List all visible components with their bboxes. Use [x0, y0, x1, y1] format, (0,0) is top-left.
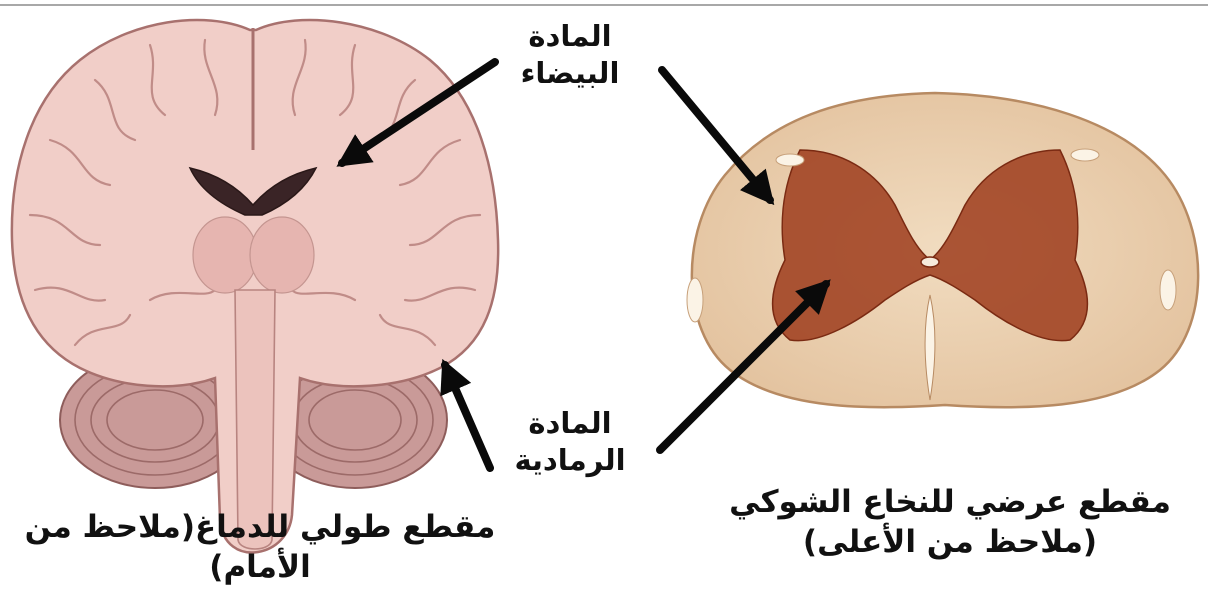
spinal-cord-caption-line-1: مقطع عرضي للنخاع الشوكي — [715, 483, 1185, 523]
brain-caption-line-1: مقطع طولي للدماغ(ملاحظ من — [20, 508, 500, 548]
white-matter-label-line-1: المادة — [505, 18, 635, 55]
spinal-cord-caption-line-2: (ملاحظ من الأعلى) — [715, 523, 1185, 563]
grey-matter-label-line-2: الرمادية — [495, 442, 645, 479]
grey-matter-label: المادة الرمادية — [495, 405, 645, 479]
grey-matter-label-line-1: المادة — [495, 405, 645, 442]
arrow-to-cord-white-matter — [662, 70, 770, 200]
white-matter-label-line-2: البيضاء — [505, 55, 635, 92]
brain-caption: مقطع طولي للدماغ(ملاحظ من الأمام) — [20, 508, 500, 587]
spinal-cord-cross-section — [687, 93, 1198, 407]
arrow-to-brain-grey-matter — [445, 365, 490, 468]
white-matter-label: المادة البيضاء — [505, 18, 635, 92]
spinal-cord-caption: مقطع عرضي للنخاع الشوكي (ملاحظ من الأعلى… — [715, 483, 1185, 562]
brain-coronal-section — [12, 20, 498, 553]
brain-caption-line-2: الأمام) — [20, 548, 500, 588]
